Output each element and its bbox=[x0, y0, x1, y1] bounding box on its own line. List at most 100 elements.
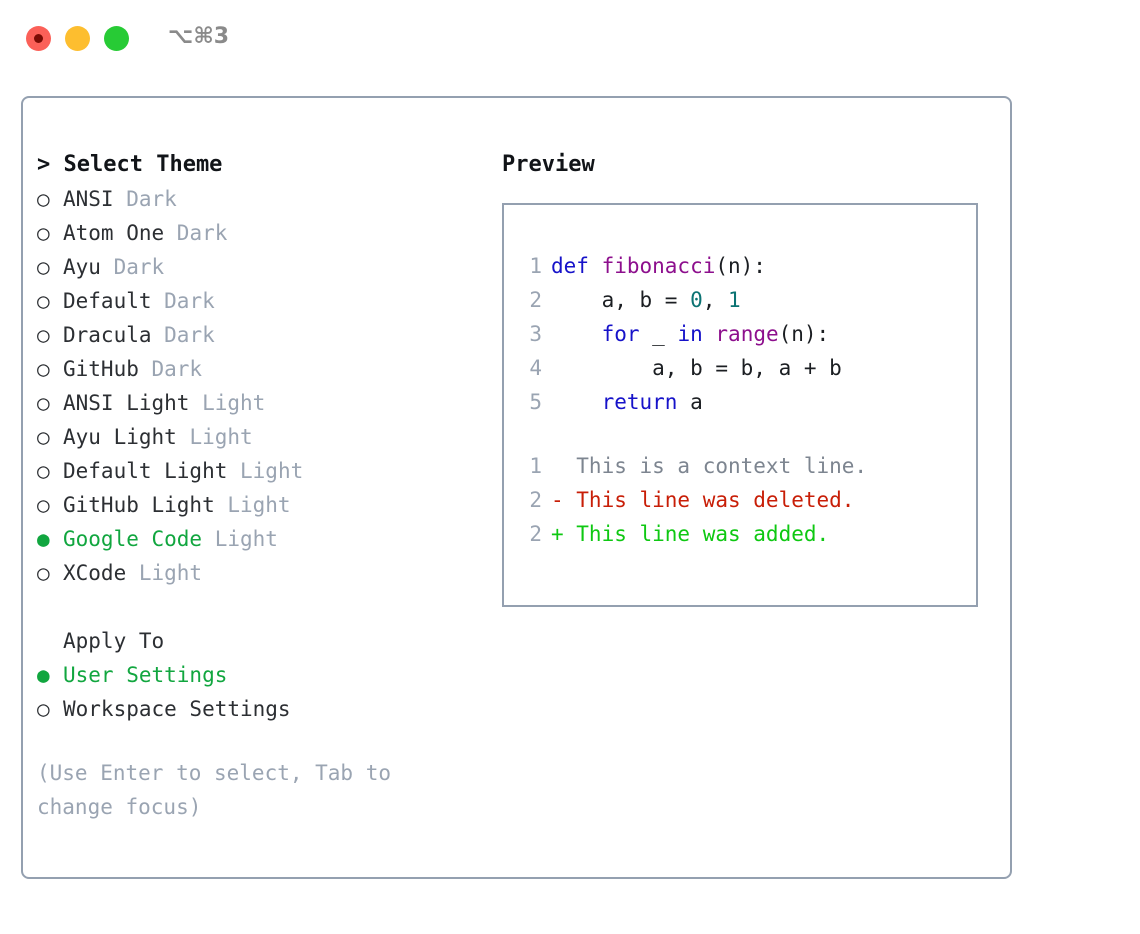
code-token: _ bbox=[639, 322, 678, 346]
theme-category: Light bbox=[202, 527, 278, 551]
theme-option-default-light[interactable]: ○Default Light Light bbox=[37, 454, 477, 488]
code-line: 5 return a bbox=[516, 385, 970, 419]
diff-line-del: 2 - This line was deleted. bbox=[516, 483, 970, 517]
apply-to-name: User Settings bbox=[63, 663, 228, 687]
theme-category: Dark bbox=[113, 187, 177, 211]
radio-unselected-icon: ○ bbox=[37, 697, 50, 721]
theme-name: XCode bbox=[63, 561, 127, 585]
radio-unselected-icon: ○ bbox=[37, 459, 50, 483]
code-token: return bbox=[601, 390, 678, 414]
radio-selected-icon: ● bbox=[37, 663, 50, 687]
keyboard-hint: (Use Enter to select, Tab to change focu… bbox=[37, 761, 404, 819]
line-number: 1 bbox=[529, 254, 542, 278]
theme-category: Light bbox=[227, 459, 304, 483]
apply-to-option-workspace-settings[interactable]: ○ Workspace Settings bbox=[37, 692, 477, 726]
code-token: a, b = b, a + b bbox=[551, 356, 842, 380]
main-panel: > Select Theme ○ANSI Dark○Atom One Dark○… bbox=[21, 96, 1012, 879]
theme-option-google-code[interactable]: ● Google Code Light bbox=[37, 522, 477, 556]
radio-unselected-icon: ○ bbox=[37, 391, 50, 415]
theme-category: Dark bbox=[164, 221, 228, 245]
window-titlebar: ⌥⌘3 bbox=[0, 0, 1140, 78]
window-controls bbox=[26, 26, 129, 51]
theme-name: GitHub bbox=[63, 357, 139, 381]
radio-unselected-icon: ○ bbox=[37, 561, 50, 585]
line-number: 2 bbox=[529, 288, 542, 312]
code-token: 1 bbox=[728, 288, 741, 312]
theme-option-xcode[interactable]: ○XCode Light bbox=[37, 556, 477, 590]
code-token: a bbox=[677, 390, 703, 414]
theme-option-github[interactable]: ○ GitHub Dark bbox=[37, 352, 477, 386]
diff-line-ctx: 1 This is a context line. bbox=[516, 449, 970, 483]
code-token: in bbox=[677, 322, 703, 346]
theme-option-default[interactable]: ○Default Dark bbox=[37, 284, 477, 318]
line-number: 2 bbox=[529, 522, 542, 546]
theme-name: GitHub Light bbox=[63, 493, 215, 517]
panel-columns: > Select Theme ○ANSI Dark○Atom One Dark○… bbox=[23, 98, 1010, 877]
theme-category: Light bbox=[189, 391, 266, 415]
code-token: a, b = bbox=[551, 288, 691, 312]
theme-option-github-light[interactable]: ○ GitHub Light Light bbox=[37, 488, 477, 522]
diff-text: - This line was deleted. bbox=[551, 488, 855, 512]
code-token: , bbox=[702, 288, 729, 312]
theme-category: Light bbox=[214, 493, 291, 517]
theme-name: Dracula bbox=[63, 323, 152, 347]
theme-option-atom-one[interactable]: ○ Atom One Dark bbox=[37, 216, 477, 250]
list-spacer bbox=[37, 590, 477, 624]
theme-name: Default bbox=[63, 289, 152, 313]
radio-unselected-icon: ○ bbox=[37, 289, 50, 313]
line-number: 1 bbox=[529, 454, 542, 478]
diff-sample: 1 This is a context line. 2 - This line wa… bbox=[516, 449, 970, 551]
apply-to-option-user-settings[interactable]: ● User Settings bbox=[37, 658, 477, 692]
window-title: ⌥⌘3 bbox=[168, 24, 230, 49]
code-token bbox=[551, 390, 602, 414]
theme-list: ○ANSI Dark○Atom One Dark○Ayu Dark○Defaul… bbox=[37, 182, 477, 590]
code-token: 0 bbox=[690, 288, 703, 312]
theme-name: Ayu Light bbox=[63, 425, 177, 449]
line-number: 4 bbox=[529, 356, 542, 380]
code-token: range bbox=[715, 322, 779, 346]
code-token: (n): bbox=[715, 254, 766, 278]
theme-option-ayu-light[interactable]: ○Ayu Light Light bbox=[37, 420, 477, 454]
code-token: def bbox=[551, 254, 602, 278]
theme-option-ansi-light[interactable]: ○ ANSI Light Light bbox=[37, 386, 477, 420]
radio-unselected-icon: ○ bbox=[37, 187, 50, 211]
line-number: 5 bbox=[529, 390, 542, 414]
code-line: 2 a, b = 0, 1 bbox=[516, 283, 970, 317]
theme-category: Dark bbox=[138, 357, 203, 381]
maximize-button[interactable] bbox=[104, 26, 129, 51]
theme-name: ANSI bbox=[63, 187, 114, 211]
radio-unselected-icon: ○ bbox=[37, 493, 50, 517]
radio-unselected-icon: ○ bbox=[37, 221, 50, 245]
code-line: 4 a, b = b, a + b bbox=[516, 351, 970, 385]
code-token: for bbox=[601, 322, 640, 346]
select-theme-heading: > Select Theme bbox=[37, 152, 223, 177]
line-number: 2 bbox=[529, 488, 542, 512]
radio-unselected-icon: ○ bbox=[37, 255, 50, 279]
code-token bbox=[703, 322, 716, 346]
theme-option-ayu[interactable]: ○Ayu Dark bbox=[37, 250, 477, 284]
apply-to-name: Workspace Settings bbox=[63, 697, 291, 721]
radio-selected-icon: ● bbox=[37, 527, 50, 551]
theme-name: ANSI Light bbox=[63, 391, 190, 415]
theme-name: Google Code bbox=[63, 527, 203, 551]
code-line: 3 for _ in range(n): bbox=[516, 317, 970, 351]
diff-text: This is a context line. bbox=[551, 454, 868, 478]
theme-name: Atom One bbox=[63, 221, 165, 245]
theme-option-ansi[interactable]: ○ ANSI Dark bbox=[37, 182, 477, 216]
radio-unselected-icon: ○ bbox=[37, 323, 50, 347]
minimize-button[interactable] bbox=[65, 26, 90, 51]
preview-title: Preview bbox=[502, 152, 595, 177]
diff-text: + This line was added. bbox=[551, 522, 830, 546]
theme-option-dracula[interactable]: ○Dracula Dark bbox=[37, 318, 477, 352]
code-token bbox=[551, 322, 602, 346]
diff-line-add: 2 + This line was added. bbox=[516, 517, 970, 551]
close-button[interactable] bbox=[26, 26, 51, 51]
radio-unselected-icon: ○ bbox=[37, 357, 50, 381]
theme-picker-column: > Select Theme ○ANSI Dark○Atom One Dark○… bbox=[37, 148, 477, 824]
code-token: (n): bbox=[778, 322, 830, 346]
